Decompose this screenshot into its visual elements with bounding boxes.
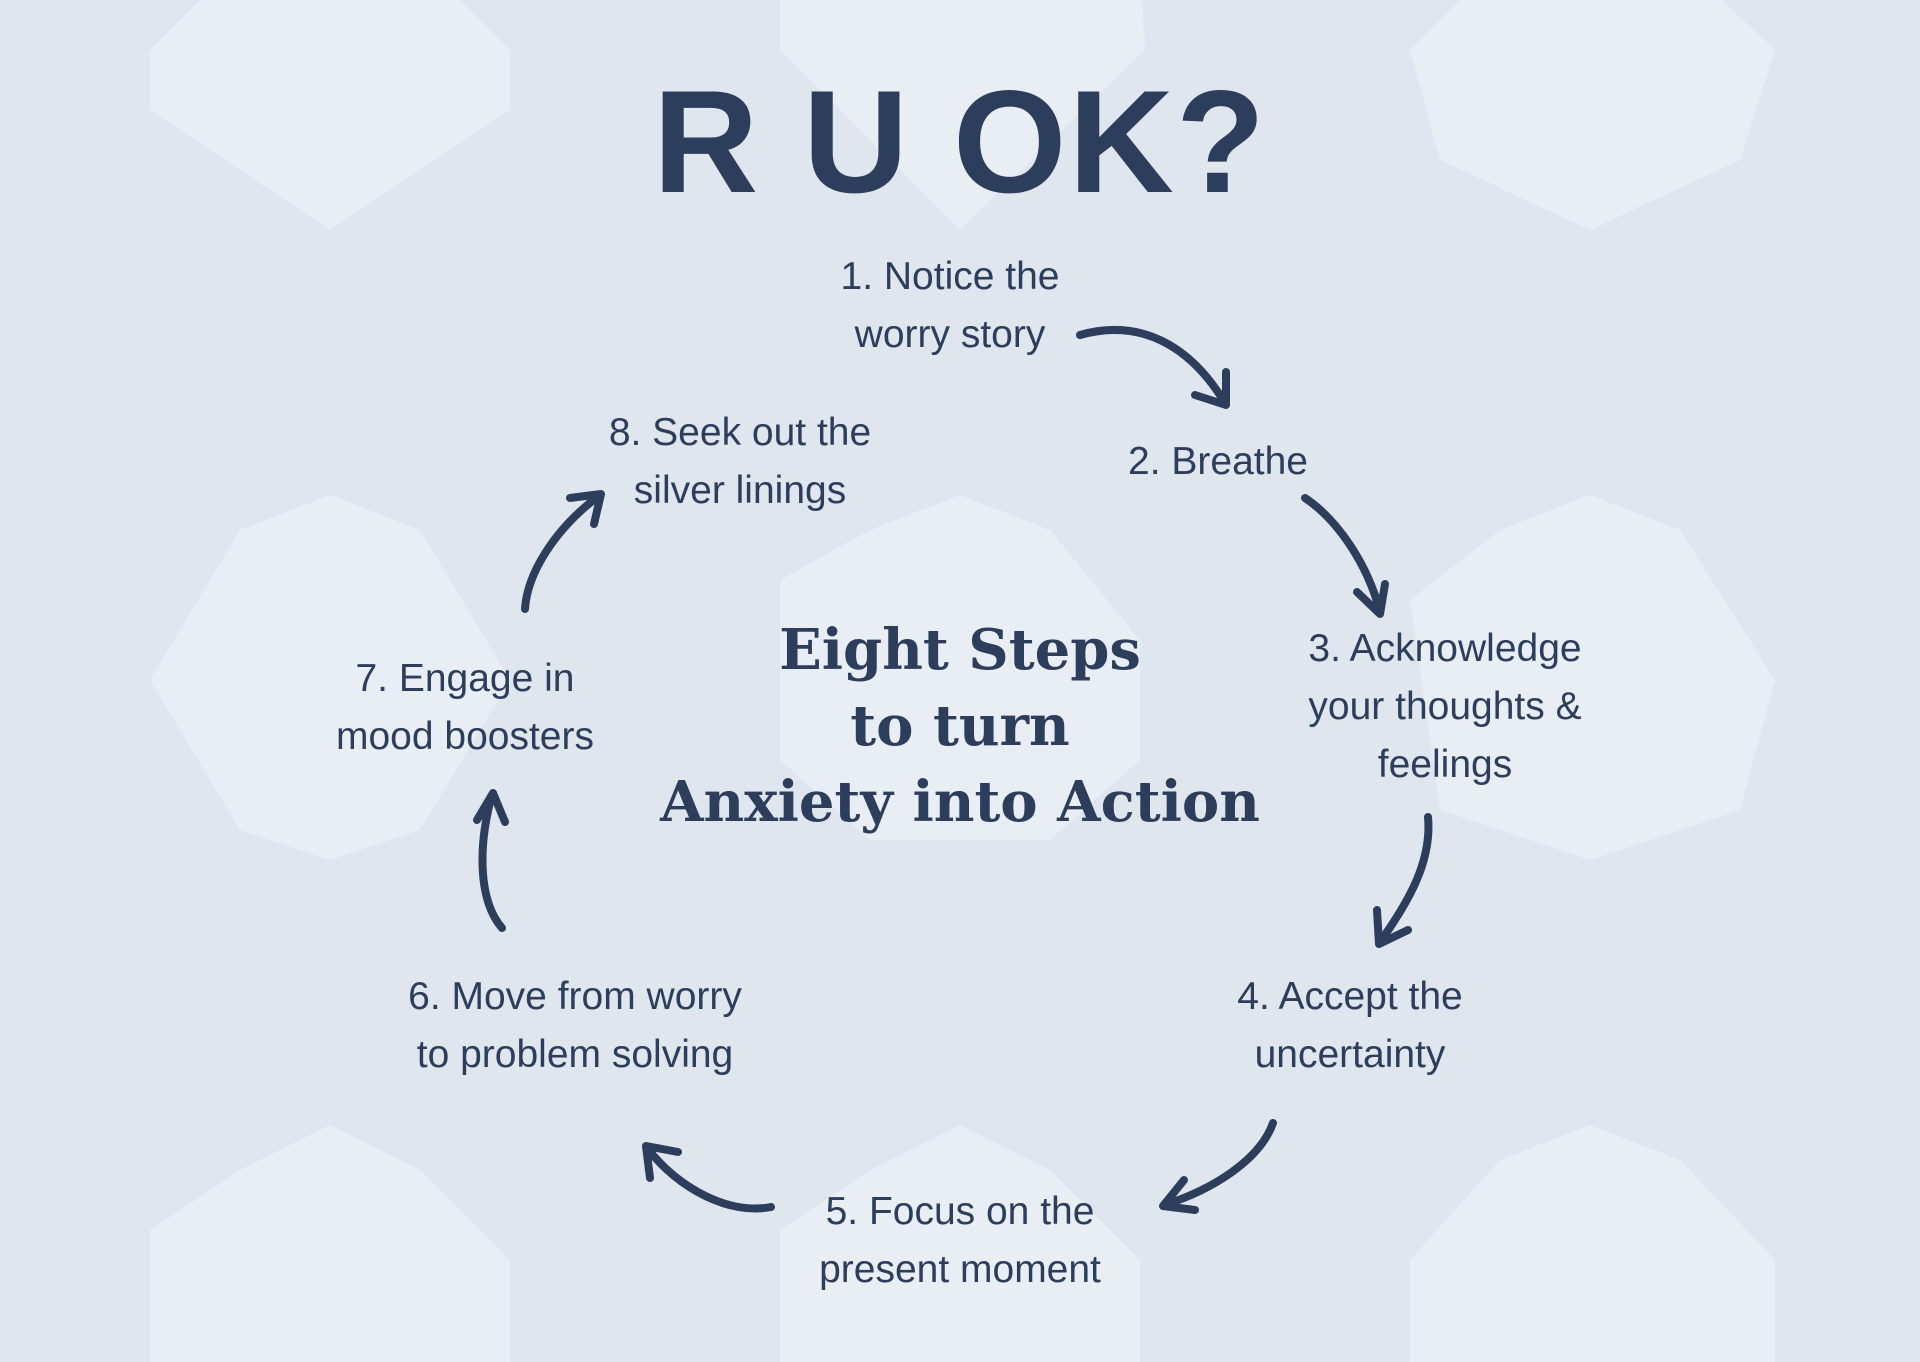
step-6-line-2: to problem solving [416,1033,734,1076]
step-3-line-3: feelings [1377,743,1513,786]
step-3-line-1: 3. Acknowledge [1308,627,1582,670]
step-1-line-1: 1. Notice the [840,255,1060,298]
step-4-line-2: uncertainty [1254,1033,1446,1076]
bg-octagon [1410,1125,1775,1362]
step-3: 3. Acknowledge your thoughts & feelings [1280,620,1610,794]
bg-octagon [150,0,510,230]
bg-octagon [150,495,510,860]
bg-octagon [780,0,1145,230]
step-8-line-2: silver linings [633,469,847,512]
bg-octagon [1410,495,1775,860]
center-heading-line-1: Eight Steps [779,617,1141,683]
step-6-line-1: 6. Move from worry [408,975,742,1018]
step-7-line-2: mood boosters [336,715,594,758]
step-6: 6. Move from worry to problem solving [385,968,765,1084]
step-5-line-1: 5. Focus on the [825,1190,1095,1233]
step-5: 5. Focus on the present moment [790,1183,1130,1299]
step-1: 1. Notice the worry story [800,248,1100,364]
bg-octagon [150,1125,510,1362]
bg-octagon [780,495,1140,840]
step-3-line-2: your thoughts & [1308,685,1582,728]
page-title: R U OK? [652,60,1268,223]
step-7: 7. Engage in mood boosters [310,650,620,766]
center-heading: Eight Steps to turn Anxiety into Action [560,612,1360,840]
step-2: 2. Breathe [1098,433,1338,491]
center-heading-line-2: to turn [850,693,1070,759]
bg-octagon [780,1125,1140,1362]
step-1-line-2: worry story [854,313,1046,356]
step-8-line-1: 8. Seek out the [608,411,872,454]
step-4: 4. Accept the uncertainty [1210,968,1490,1084]
step-2-line-1: 2. Breathe [1128,440,1308,483]
center-heading-line-3: Anxiety into Action [660,769,1260,835]
step-8: 8. Seek out the silver linings [585,404,895,520]
step-7-line-1: 7. Engage in [355,657,575,700]
step-5-line-2: present moment [819,1248,1101,1291]
step-4-line-1: 4. Accept the [1237,975,1463,1018]
bg-octagon [1410,0,1775,230]
